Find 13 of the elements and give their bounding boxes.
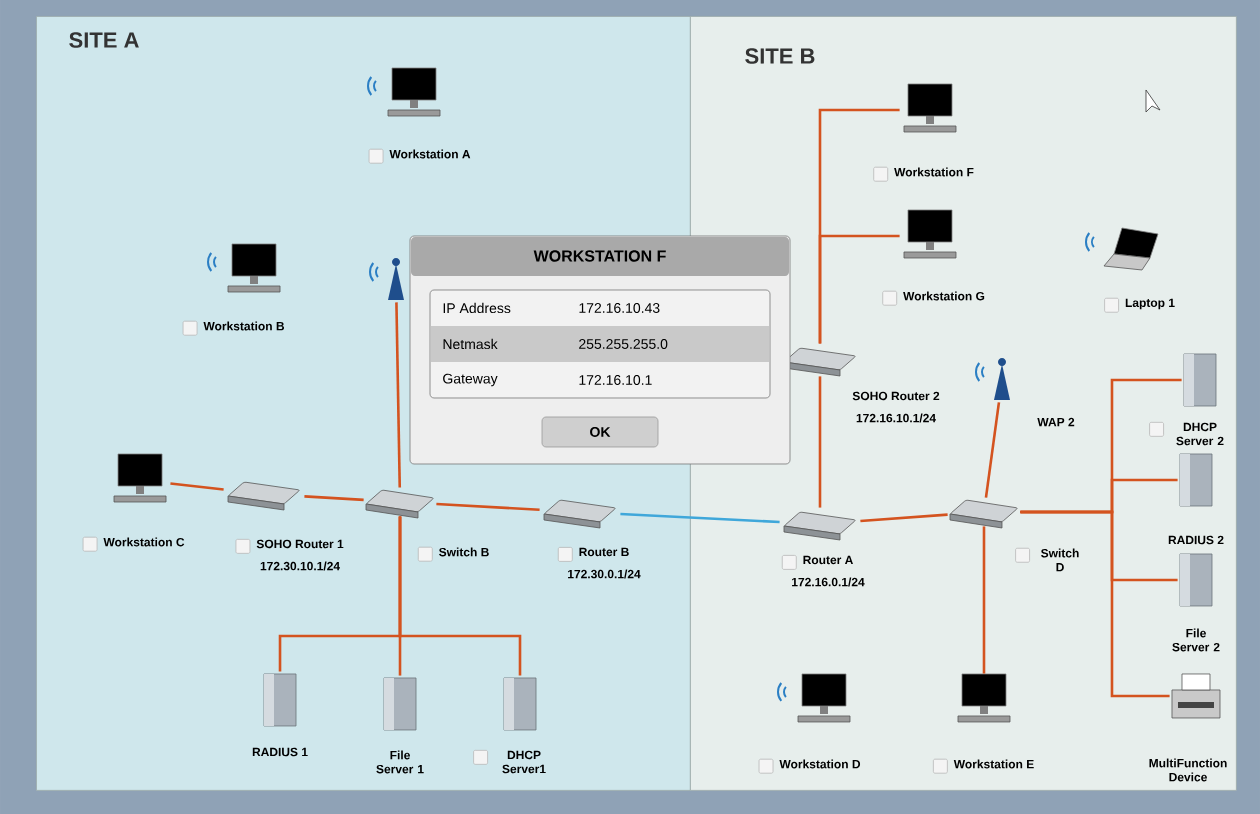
cable-line [818,234,900,344]
cable-line [1020,510,1170,698]
cable-line [860,513,948,523]
cable-line [170,482,224,491]
cable-line [818,376,822,508]
cable-line [398,516,522,676]
cable-line [436,502,540,512]
cable-line [304,495,364,502]
cable-line [982,526,986,674]
antenna-icon [369,258,404,300]
cable-line [395,302,402,488]
cable-line [984,402,1001,498]
cable-line [620,512,780,524]
